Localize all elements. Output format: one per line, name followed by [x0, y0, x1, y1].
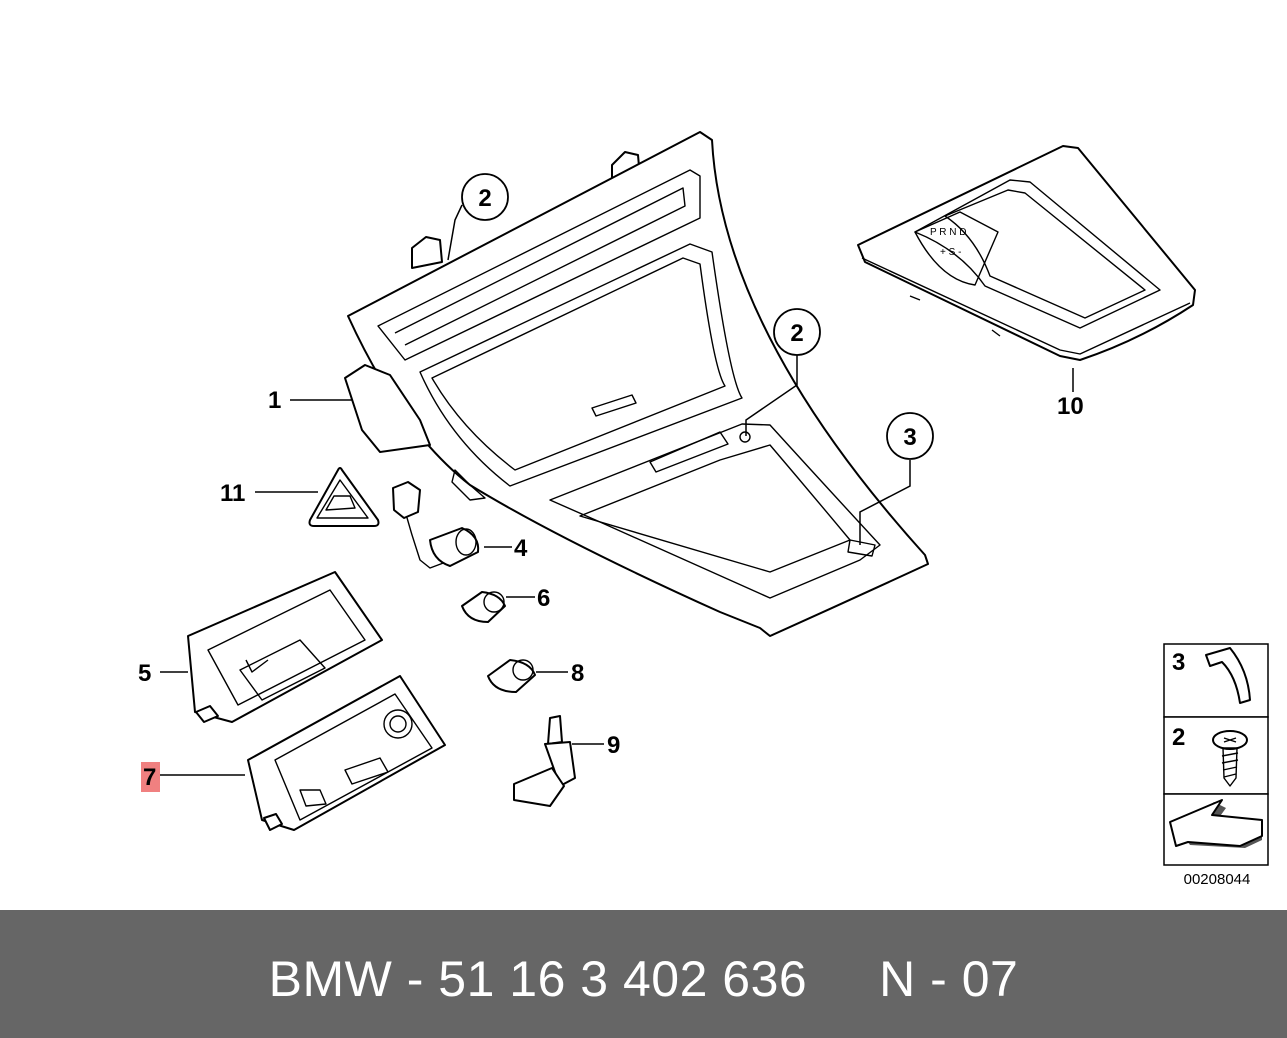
callout-6: 6	[537, 585, 550, 612]
callout-7: 7	[143, 764, 156, 791]
callout-circle-2a	[461, 173, 509, 221]
screw-icon	[1212, 730, 1248, 787]
callout-2a: 2	[478, 185, 491, 212]
callout-1: 1	[268, 387, 281, 414]
legend-label-2: 2	[1172, 724, 1185, 751]
legend-label-3: 3	[1172, 649, 1185, 676]
svg-text:P R N D: P R N D	[930, 227, 967, 238]
storage-tray	[187, 571, 383, 723]
callout-circle-3	[886, 412, 934, 460]
shifter-surround: P R N D + S -	[857, 145, 1196, 361]
callout-circle-2b	[773, 308, 821, 356]
callout-8: 8	[571, 660, 584, 687]
legend-panel: 3 2	[1163, 643, 1269, 866]
callout-10: 10	[1057, 393, 1084, 420]
callout-2b: 2	[790, 320, 803, 347]
callout-3: 3	[903, 424, 916, 451]
ashtray	[247, 675, 446, 831]
callout-7-highlight	[141, 762, 160, 792]
warning-label	[308, 467, 380, 527]
footer-bar	[0, 910, 1287, 1038]
callout-4: 4	[514, 535, 528, 562]
power-socket-with-cable	[392, 481, 480, 569]
diagram-code: 00208044	[1183, 871, 1251, 888]
parts-diagram: P R N D + S -	[138, 131, 1269, 866]
callout-5: 5	[138, 660, 151, 687]
footer-part-number: BMW - 51 16 3 402 636 N - 07	[268, 951, 1019, 1007]
arrow-icon	[1169, 799, 1263, 848]
center-console-trim	[344, 131, 929, 637]
leader-lines	[160, 204, 1074, 776]
svg-text:+ S -: + S -	[940, 247, 961, 258]
callout-9: 9	[607, 732, 620, 759]
clip-icon	[1205, 647, 1251, 704]
bulb-holder	[513, 715, 576, 807]
lighter-insert	[487, 659, 536, 693]
callout-11: 11	[220, 480, 245, 507]
socket-cap	[461, 591, 506, 623]
callout-labels: 2 2 3 1 4 5 6 7 8 9 10 11	[138, 173, 1084, 792]
